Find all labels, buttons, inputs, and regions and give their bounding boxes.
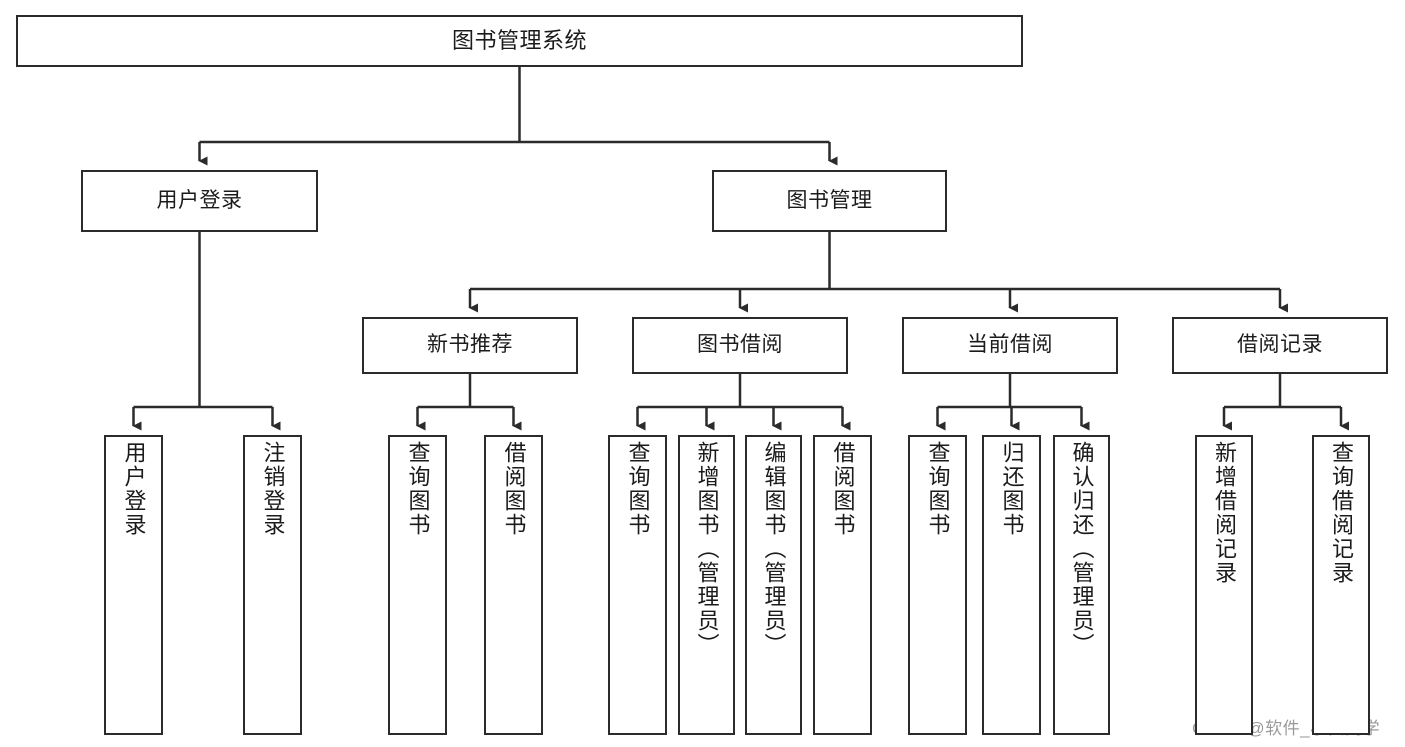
node-borrow-record: 借阅记录: [1172, 317, 1388, 374]
node-label: 当前借阅: [967, 333, 1053, 357]
node-user-login: 用户登录: [81, 170, 318, 232]
node-label: 图书借阅: [697, 333, 783, 357]
node-label: 借阅图书: [830, 441, 856, 537]
node-leaf-borrow-books: 借阅图书: [813, 435, 872, 735]
node-leaf-add-book-admin: 新增图书（管理员）: [678, 435, 735, 735]
node-label: 借阅图书: [501, 441, 527, 537]
node-new-book-recommend: 新书推荐: [362, 317, 578, 374]
node-leaf-query-books-current: 查询图书: [908, 435, 967, 735]
node-label: 用户登录: [156, 188, 243, 212]
node-leaf-confirm-return-admin: 确认归还（管理员）: [1053, 435, 1110, 735]
node-label: 查询图书: [405, 441, 431, 537]
node-leaf-query-borrow-record: 查询借阅记录: [1312, 435, 1370, 735]
node-leaf-logout-login: 注销登录: [243, 435, 302, 735]
node-label: 新增图书（管理员）: [694, 441, 720, 657]
node-current-borrow: 当前借阅: [902, 317, 1118, 374]
node-book-management-system: 图书管理系统: [16, 15, 1023, 67]
node-label: 确认归还（管理员）: [1069, 441, 1095, 657]
node-book-borrow: 图书借阅: [632, 317, 848, 374]
node-label: 编辑图书（管理员）: [761, 441, 787, 657]
node-label: 查询图书: [625, 441, 651, 537]
node-leaf-return-books: 归还图书: [982, 435, 1041, 735]
node-label: 新书推荐: [427, 333, 513, 357]
node-leaf-add-borrow-record: 新增借阅记录: [1195, 435, 1253, 735]
node-leaf-borrow-books-rec: 借阅图书: [484, 435, 543, 735]
node-label: 新增借阅记录: [1212, 441, 1237, 585]
node-label: 借阅记录: [1237, 333, 1323, 357]
node-leaf-query-books-borrow: 查询图书: [608, 435, 667, 735]
node-label: 用户登录: [121, 441, 147, 537]
node-label: 查询借阅记录: [1329, 441, 1354, 585]
node-label: 注销登录: [260, 441, 286, 537]
node-label: 归还图书: [999, 441, 1025, 537]
node-label: 图书管理: [786, 188, 873, 212]
node-label: 查询图书: [925, 441, 951, 537]
node-leaf-user-login: 用户登录: [104, 435, 163, 735]
node-label: 图书管理系统: [451, 28, 587, 54]
node-leaf-query-books-rec: 查询图书: [388, 435, 447, 735]
node-book-management: 图书管理: [712, 170, 947, 232]
node-leaf-edit-book-admin: 编辑图书（管理员）: [745, 435, 802, 735]
